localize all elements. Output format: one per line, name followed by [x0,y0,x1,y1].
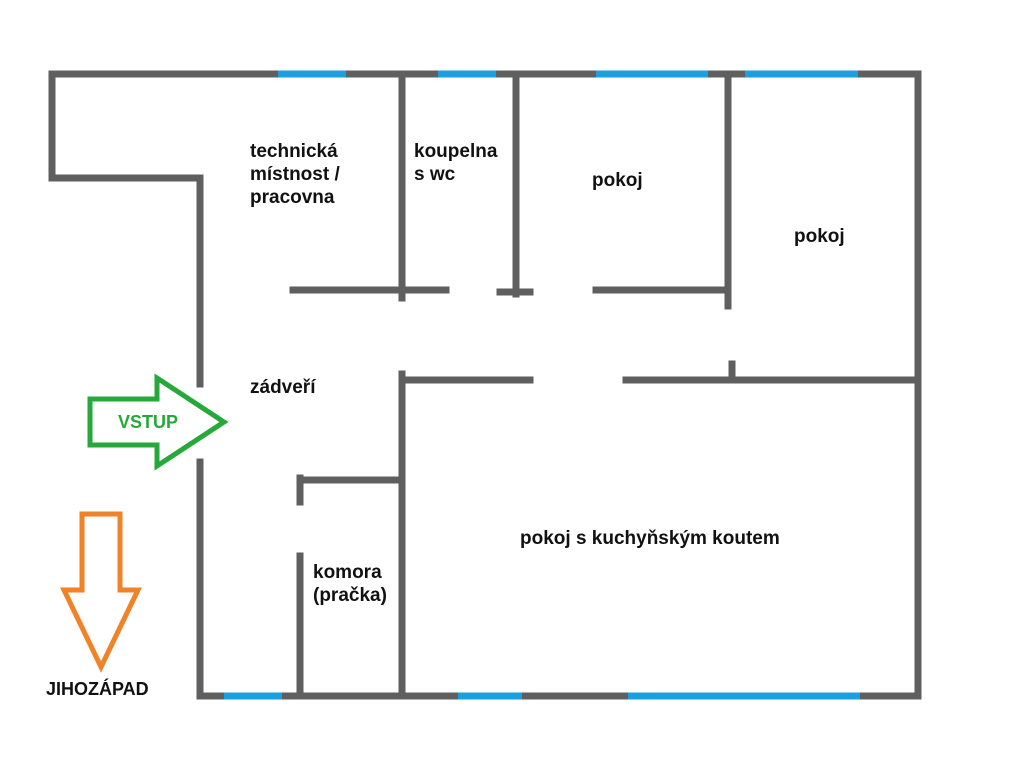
room-label-room-2: pokoj [794,226,845,247]
room-label-storage: komora (pračka) [313,562,387,606]
entrance-arrow-icon [87,373,229,471]
walls [48,70,922,700]
entrance-label: VSTUP [118,412,179,432]
room-label-bathroom: koupelna s wc [414,141,498,185]
direction-arrow-icon [60,511,142,673]
windows [224,70,860,700]
room-label-hallway: zádveří [250,377,316,398]
room-label-technical-room: technická místnost / pracovna [250,141,340,208]
orientation-label: JIHOZÁPAD [46,679,149,699]
room-label-room-1: pokoj [592,170,643,191]
room-label-living-kitchen: pokoj s kuchyňským koutem [520,528,780,549]
